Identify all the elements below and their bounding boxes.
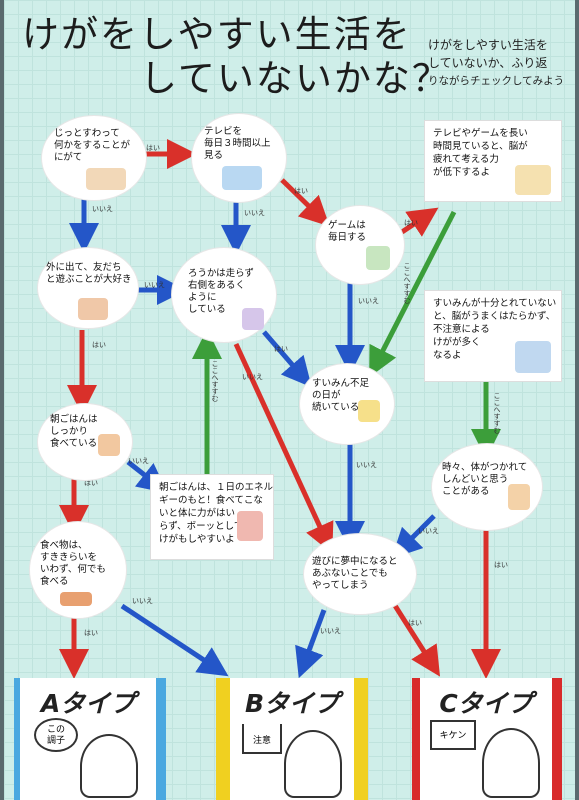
- node-text: すいみん不足 の日が 続いている: [312, 378, 370, 413]
- type-a-card: Aタイプ この 調子: [14, 678, 166, 800]
- edge-label-yes: はい: [92, 341, 106, 349]
- type-a-label: Aタイプ: [40, 689, 136, 718]
- edge-label-yes: はい: [494, 561, 508, 569]
- type-c-badge: キケン: [430, 720, 476, 750]
- arrow-n6-n13: [233, 342, 334, 554]
- node-text: 朝ごはんは しっかり 食べている: [50, 414, 98, 449]
- title-line-1: けがをしやすい生活を: [22, 13, 412, 56]
- arrow-n2-n4: [280, 178, 330, 227]
- flow-arrows: [59, 139, 501, 679]
- arrow-n4-n3: [400, 207, 439, 237]
- tired-kid-illustration: [515, 165, 551, 195]
- eating-illustration: [98, 434, 120, 456]
- type-a-inner: Aタイプ この 調子: [20, 678, 156, 800]
- node-text: テレビを 毎日３時間以上 見る: [204, 126, 271, 161]
- edge-label-no: いいえ: [144, 281, 165, 289]
- subtitle-line-3: りながらチェックしてみよう: [428, 75, 565, 87]
- arrow-n3-n8: [369, 210, 457, 378]
- node-absorbed-play: 遊びに夢中になると あぶないことでも やってしまう: [304, 534, 416, 614]
- card-sleep-brain: すいみんが十分とれていない と、脳がうまくはたらかず、 不注意による けがが多く…: [424, 290, 562, 382]
- type-b-label: Bタイプ: [244, 689, 340, 718]
- tired-illustration: [508, 484, 530, 510]
- type-c-card: Cタイプ キケン: [412, 678, 562, 800]
- edge-label-yes: はい: [294, 187, 308, 195]
- node-text: 食べ物は、 すききらいを いわず、何でも 食べる: [40, 540, 106, 587]
- edge-label-yes: はい: [404, 219, 418, 227]
- arrow-n13-b: [295, 609, 327, 679]
- node-text: 遊びに夢中になると あぶないことでも やってしまう: [312, 556, 398, 591]
- edge-label-yes: はい: [274, 345, 288, 353]
- node-game-daily: ゲームは 毎日する: [316, 206, 404, 284]
- happy-kid-icon: [80, 734, 138, 798]
- edge-label-yes: はい: [84, 629, 98, 637]
- food-illustration: [60, 592, 92, 606]
- node-sit-still: じっとすわって 何かをすることが にがて: [42, 116, 146, 200]
- card-text: すいみんが十分とれていない と、脳がうまくはたらかず、 不注意による けがが多く…: [433, 298, 557, 361]
- edge-label-no: いいえ: [358, 297, 379, 305]
- subtitle: けがをしやすい生活を していないか、ふり返 りながらチェックしてみよう: [428, 36, 578, 90]
- edge-label-no: いいえ: [320, 627, 341, 635]
- edge-label-no: いいえ: [242, 373, 263, 381]
- node-hallway: ろうかは走らず 右側をあるく ように している: [172, 248, 276, 342]
- dizzy-kid-illustration: [237, 511, 263, 541]
- edge-label-yes: はい: [408, 619, 422, 627]
- node-play-outside: 外に出て、友だち と遊ぶことが大好き: [38, 248, 138, 328]
- node-text: ろうかは走らず 右側をあるく ように している: [188, 268, 254, 315]
- edge-label-care: ここへすすむ: [403, 262, 411, 304]
- subtitle-line-1: けがをしやすい生活を: [428, 38, 548, 52]
- poster: けがをしやすい生活を していないかな？ けがをしやすい生活を していないか、ふり…: [4, 0, 575, 800]
- title-line-2: していないかな？: [140, 57, 451, 100]
- card-tv-game-brain: テレビやゲームを長い 時間見ていると、脳が 疲れて考える力 が低下するよ: [424, 120, 562, 202]
- edge-label-no: いいえ: [356, 461, 377, 469]
- edge-label-no: いいえ: [418, 527, 439, 535]
- edge-label-no: いいえ: [244, 209, 265, 217]
- arrow-n11-n13: [391, 514, 436, 559]
- node-breakfast: 朝ごはんは しっかり 食べている: [38, 404, 132, 480]
- edge-label-no: いいえ: [128, 457, 149, 465]
- node-lack-sleep: すいみん不足 の日が 続いている: [300, 364, 394, 444]
- type-a-badge: この 調子: [34, 718, 78, 752]
- edge-label-no: いいえ: [92, 205, 113, 213]
- falling-kid-illustration: [515, 341, 551, 373]
- worried-kid-icon: [284, 730, 342, 798]
- tv-illustration: [222, 166, 262, 190]
- node-text: じっとすわって 何かをすることが にがて: [54, 128, 131, 163]
- type-b-card: Bタイプ 注意: [216, 678, 368, 800]
- edge-label-care: ここへすすむ: [211, 360, 219, 402]
- subtitle-line-2: していないか、ふり返: [428, 56, 548, 70]
- edge-label-care: ここへすすむ: [493, 392, 501, 434]
- node-tired: 時々、体がつかれて しんどいと思う ことがある: [432, 444, 542, 530]
- node-text: ゲームは 毎日する: [328, 220, 367, 243]
- node-text: 外に出て、友だち と遊ぶことが大好き: [46, 262, 132, 285]
- arrow-n13-c: [391, 602, 441, 677]
- edge-label-no: いいえ: [132, 597, 153, 605]
- type-b-inner: Bタイプ 注意: [230, 678, 354, 800]
- arrow-n6-n8: [262, 330, 312, 388]
- arrow-n12-b: [120, 603, 229, 677]
- type-b-badge: 注意: [242, 724, 282, 754]
- game-illustration: [366, 246, 390, 270]
- node-text: 時々、体がつかれて しんどいと思う ことがある: [442, 462, 528, 497]
- card-breakfast-energy: 朝ごはんは、１日のエネル ギーのもと！食べてこな いと体に力がはい らず、ボーッ…: [150, 474, 274, 560]
- danger-kid-icon: [482, 728, 540, 798]
- kids-illustration: [86, 168, 126, 190]
- card-text: テレビやゲームを長い 時間見ていると、脳が 疲れて考える力 が低下するよ: [433, 128, 528, 178]
- card-text: 朝ごはんは、１日のエネル ギーのもと！食べてこな いと体に力がはい らず、ボーッ…: [159, 482, 274, 545]
- type-c-inner: Cタイプ キケン: [420, 678, 552, 800]
- edge-label-yes: はい: [84, 479, 98, 487]
- edge-label-yes: はい: [146, 144, 160, 152]
- node-tv-three-hours: テレビを 毎日３時間以上 見る: [192, 114, 286, 202]
- soccer-illustration: [78, 298, 108, 320]
- node-food: 食べ物は、 すききらいを いわず、何でも 食べる: [30, 522, 126, 618]
- sleepy-illustration: [358, 400, 380, 422]
- walking-kid-illustration: [242, 308, 264, 330]
- type-c-label: Cタイプ: [439, 689, 533, 718]
